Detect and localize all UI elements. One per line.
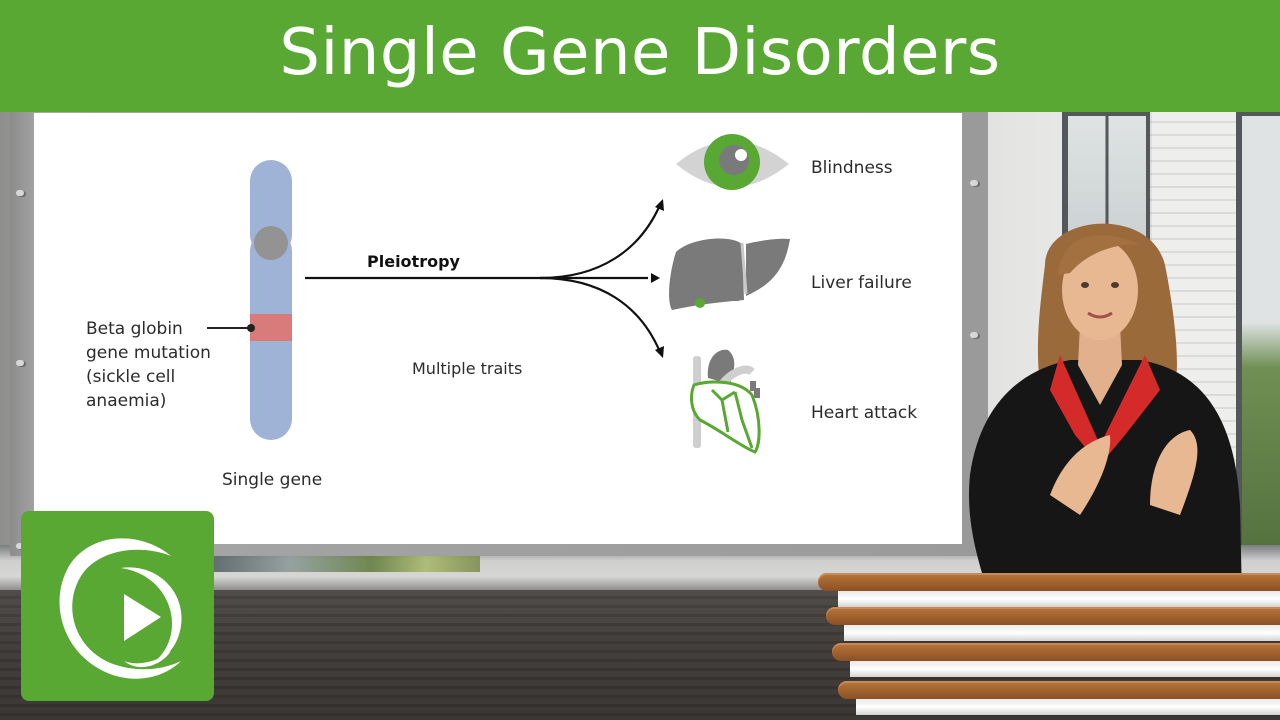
play-logo-button[interactable] [21, 511, 214, 701]
pleiotropy-label: Pleiotropy [367, 252, 460, 271]
slide-board [34, 113, 962, 544]
mutation-pointer [207, 324, 255, 332]
frame-bolt [16, 190, 24, 196]
liver-icon [669, 238, 790, 310]
page-title: Single Gene Disorders [279, 16, 1001, 90]
desk-plank [818, 573, 1280, 591]
outcome-label-heart: Heart attack [811, 403, 918, 423]
presenter-desk [818, 573, 1280, 720]
frame-bolt [970, 180, 978, 186]
frame-bolt [970, 332, 978, 338]
annotation-line: Beta globin [86, 319, 183, 339]
desk-panel [844, 625, 1280, 641]
frame-bolt [16, 360, 24, 366]
chromosome-label: Single gene [222, 470, 323, 490]
desk-panel [850, 661, 1280, 677]
heart-icon [690, 349, 761, 454]
pleiotropy-arrows [305, 204, 662, 353]
desk-plank [826, 607, 1280, 625]
annotation-line: (sickle cell [86, 367, 176, 387]
eye-icon [676, 134, 789, 190]
desk-panel [838, 591, 1280, 607]
desk-panel [856, 699, 1280, 715]
annotation-line: gene mutation [86, 343, 211, 363]
desk-plank [838, 681, 1280, 699]
outcome-label-blindness: Blindness [811, 158, 893, 178]
presenter [969, 223, 1242, 600]
title-banner: Single Gene Disorders [0, 0, 1280, 112]
frame-bolt [16, 543, 24, 549]
multiple-traits-label: Multiple traits [412, 359, 523, 378]
chromosome-icon [250, 160, 292, 440]
play-logo-icon [59, 538, 182, 679]
arrowheads [651, 199, 664, 358]
annotation-line: anaemia) [86, 391, 167, 411]
desk-plank [832, 643, 1280, 661]
outcome-label-liver: Liver failure [811, 273, 912, 293]
mutation-annotation: Beta globin gene mutation (sickle cell a… [86, 317, 211, 413]
